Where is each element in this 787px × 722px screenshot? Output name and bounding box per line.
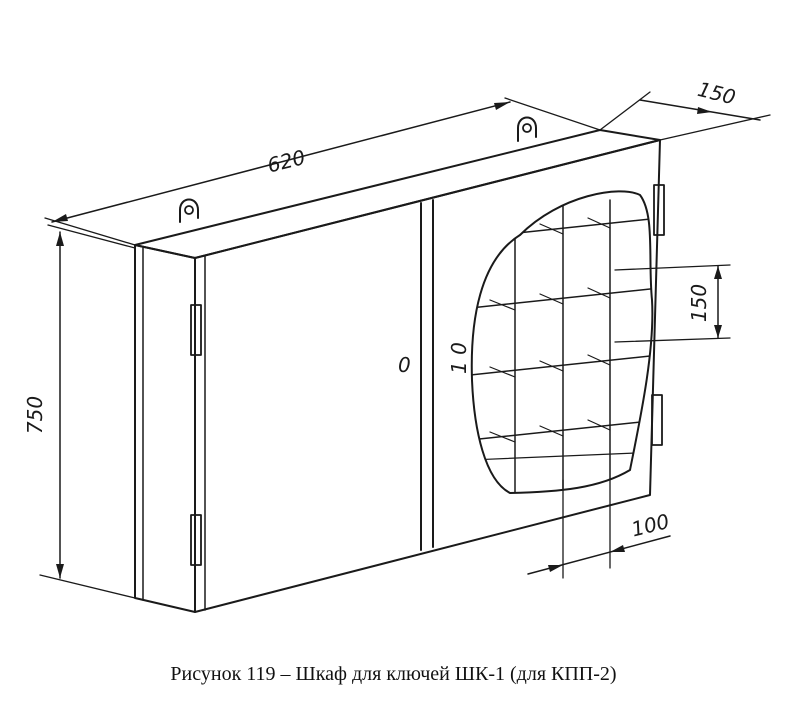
cabinet-left-side	[134, 244, 196, 613]
extension-line	[599, 91, 651, 131]
hinge-right-top	[653, 184, 665, 236]
arrowhead	[56, 564, 64, 578]
door-label-right: 1 0	[447, 342, 471, 374]
extension-line	[44, 217, 136, 246]
cutaway-outline	[470, 190, 654, 494]
dimension-depth: 150	[599, 77, 771, 141]
arrowhead	[714, 266, 722, 279]
door-label-left: 0	[398, 353, 411, 377]
compartment-depth	[587, 419, 611, 431]
compartment-floor	[471, 451, 653, 461]
mounting-lug-right	[517, 116, 537, 142]
arrowhead	[610, 545, 625, 552]
dimension-cell-height-label: 150	[687, 284, 711, 322]
compartment-depth	[539, 425, 564, 437]
mounting-hole-left	[184, 205, 194, 215]
arrowhead	[714, 325, 722, 338]
hinge-left-bottom	[190, 514, 202, 566]
extension-line	[504, 97, 601, 131]
dimension-height-label: 750	[23, 396, 47, 434]
hinge-left-top	[190, 304, 202, 356]
arrowhead	[494, 102, 510, 110]
compartment-hline	[471, 287, 653, 309]
compartment-depth	[587, 354, 611, 366]
dimension-depth-label: 150	[695, 77, 738, 110]
door-split	[420, 199, 434, 551]
hinge-right-bottom	[651, 394, 663, 446]
extension-line	[39, 574, 136, 599]
extension-line	[614, 264, 731, 271]
compartment-depth	[587, 287, 611, 299]
compartment-depth	[489, 366, 516, 378]
arrowhead	[697, 107, 712, 114]
compartment-hline	[471, 217, 653, 239]
arrowhead	[548, 565, 563, 572]
dimension-width-label: 620	[265, 145, 308, 178]
cabinet-drawing: 0 1 0	[23, 77, 771, 613]
compartment-depth	[539, 360, 564, 372]
compartment-hline	[471, 419, 653, 441]
extension-line	[47, 224, 136, 249]
cabinet-top	[134, 129, 661, 259]
arrowhead	[52, 214, 68, 222]
dimension-cell-height: 150	[614, 264, 731, 343]
compartment-depth	[587, 217, 611, 229]
compartment-depth	[539, 223, 564, 235]
compartment-hline	[471, 354, 653, 376]
dimension-width: 620	[44, 97, 601, 246]
compartment-depth	[489, 299, 516, 311]
cabinet-front	[194, 139, 661, 613]
figure-caption: Рисунок 119 – Шкаф для ключей ШК-1 (для …	[170, 663, 617, 685]
arrowhead	[56, 232, 64, 246]
mounting-hole-right	[522, 123, 532, 133]
dimension-line	[51, 101, 511, 223]
cutaway-compartments	[470, 190, 654, 494]
compartment-depth	[489, 229, 516, 241]
extension-line	[614, 337, 731, 343]
compartment-depth	[489, 431, 516, 443]
mounting-lugs	[179, 116, 537, 223]
compartment-depth	[539, 293, 564, 305]
mounting-lug-left	[179, 198, 199, 223]
hinges	[190, 184, 665, 566]
dimension-height: 750	[23, 224, 136, 599]
